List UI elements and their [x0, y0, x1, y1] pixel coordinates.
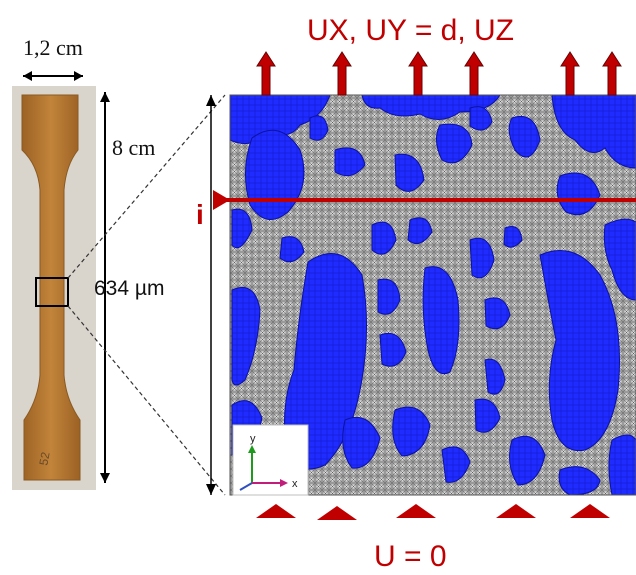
- top-bc-label: UX, UY = d, UZ: [307, 14, 514, 47]
- support-triangle: [396, 504, 436, 518]
- region-height-dimension: 634 µm: [94, 95, 216, 495]
- region-of-interest-box: [35, 277, 69, 307]
- top-load-arrows: [256, 51, 622, 96]
- load-arrow: [602, 51, 622, 96]
- bottom-supports: [256, 504, 610, 520]
- axis-triad: y x: [232, 424, 309, 496]
- axis-x-label: x: [292, 478, 298, 490]
- length-dimension: 8 cm: [100, 92, 155, 483]
- mesh-panel: [230, 95, 636, 495]
- mesh-panel-border: [229, 94, 636, 496]
- support-triangle: [317, 506, 357, 520]
- width-label: 1,2 cm: [23, 35, 83, 60]
- load-arrow: [408, 51, 428, 96]
- load-arrow: [464, 51, 484, 96]
- load-arrow: [256, 51, 276, 96]
- support-triangle: [496, 504, 536, 518]
- support-triangle: [570, 504, 610, 518]
- inclusions: [230, 95, 636, 495]
- axis-y-label: y: [250, 433, 256, 445]
- specimen-photo: 52: [12, 86, 96, 490]
- dogbone-specimen: [21, 94, 81, 481]
- support-triangle: [256, 504, 296, 518]
- specimen-written-mark: 52: [36, 451, 52, 467]
- line-i-label: i: [196, 199, 204, 230]
- line-i-marker: i: [196, 190, 636, 230]
- length-label: 8 cm: [112, 135, 155, 160]
- load-arrow: [332, 51, 352, 96]
- zoom-lines: [67, 94, 226, 496]
- width-dimension: 1,2 cm: [23, 35, 83, 81]
- region-label: 634 µm: [94, 277, 164, 300]
- bottom-bc-label: U = 0: [374, 540, 447, 573]
- load-arrow: [560, 51, 580, 96]
